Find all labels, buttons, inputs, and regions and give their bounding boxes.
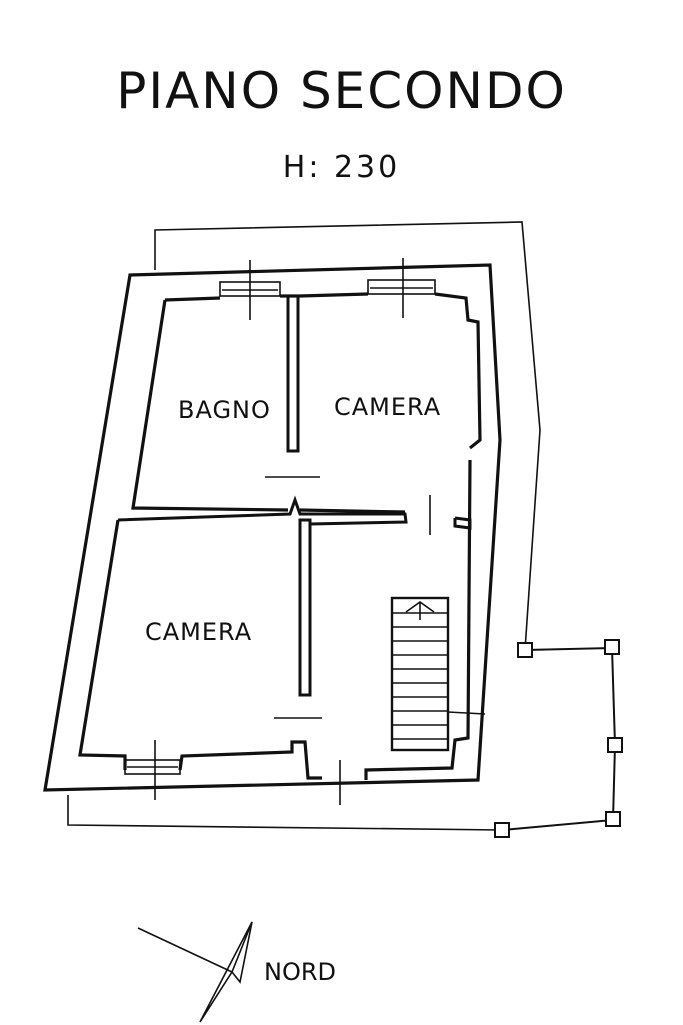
room-label-camera-top: CAMERA [334, 393, 442, 421]
internal-walls [117, 294, 472, 697]
ceiling-height-label: H: 230 [282, 150, 401, 185]
north-label: NORD [264, 958, 336, 986]
site-boundary [67, 221, 541, 831]
room-label-bagno: BAGNO [178, 396, 271, 424]
windows [124, 258, 436, 800]
room-label-camera-bottom: CAMERA [145, 618, 253, 646]
external-walls [43, 263, 502, 792]
north-arrow-icon [137, 921, 253, 1023]
balcony-railing [494, 639, 623, 838]
plan-title: PIANO SECONDO [116, 62, 567, 120]
door-marks [265, 476, 486, 805]
staircase [390, 596, 450, 752]
